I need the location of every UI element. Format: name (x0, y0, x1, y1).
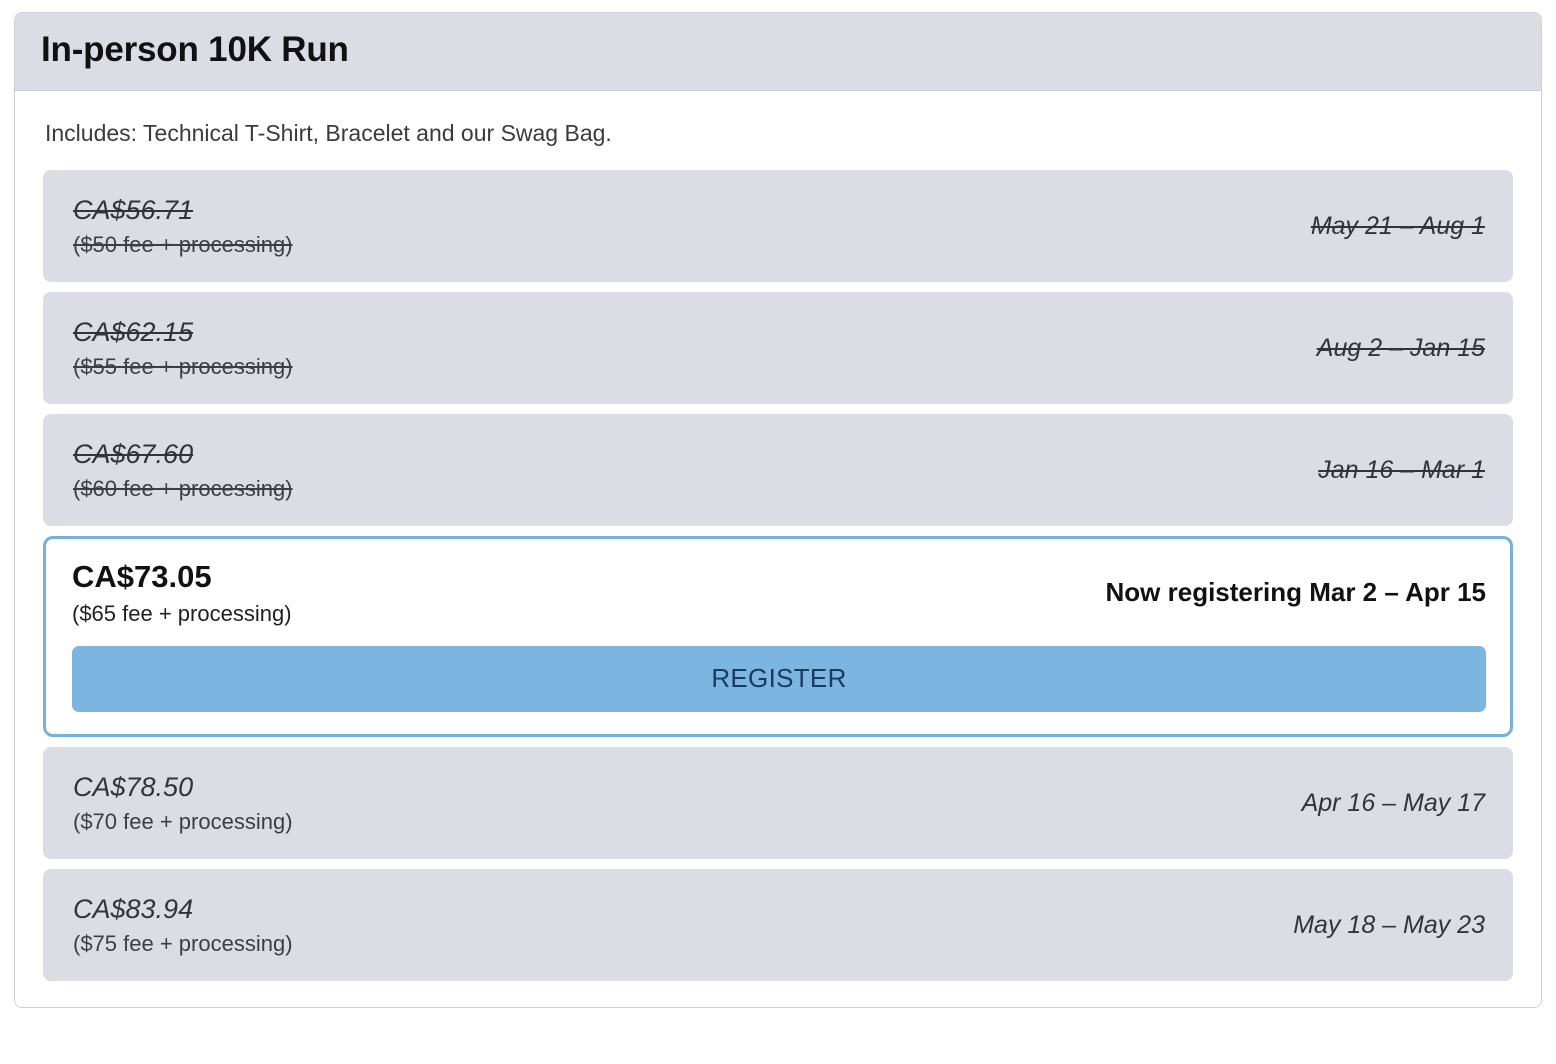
tier-price-block: CA$56.71 ($50 fee + processing) (73, 195, 293, 257)
tier-price: CA$56.71 (73, 195, 194, 226)
tier-price-block: CA$67.60 ($60 fee + processing) (73, 439, 293, 501)
tier-price-breakdown: ($65 fee + processing) (72, 601, 292, 627)
tier-price-breakdown: ($55 fee + processing) (73, 354, 293, 380)
page-title: In-person 10K Run (41, 30, 349, 69)
tier-price: CA$78.50 (73, 772, 194, 803)
includes-description: Includes: Technical T-Shirt, Bracelet an… (45, 119, 612, 146)
pricing-tier-row[interactable]: CA$73.05 ($65 fee + processing) Now regist… (43, 536, 1513, 738)
tier-price: CA$83.94 (73, 894, 194, 925)
card-header: In-person 10K Run (15, 13, 1541, 91)
tier-price-breakdown: ($50 fee + processing) (73, 232, 293, 258)
pricing-tier-row: CA$78.50 ($70 fee + processing) Apr 16 – M… (43, 747, 1513, 860)
tier-price: CA$73.05 (72, 559, 212, 595)
tier-price-block: CA$83.94 ($75 fee + processing) (73, 894, 293, 956)
pricing-tier-row: CA$67.60 ($60 fee + processing) Jan 16 – M… (43, 414, 1513, 527)
tier-price-breakdown: ($60 fee + processing) (73, 476, 293, 502)
pricing-card: In-person 10K Run Includes: Technical T-… (14, 12, 1542, 1009)
tier-price-block: CA$78.50 ($70 fee + processing) (73, 772, 293, 834)
tier-date-window: Aug 2 – Jan 15 (1316, 333, 1485, 362)
card-body: Includes: Technical T-Shirt, Bracelet an… (15, 90, 1541, 1008)
active-tier-summary: CA$73.05 ($65 fee + processing) Now regist… (72, 559, 1486, 626)
tier-price: CA$62.15 (73, 317, 194, 348)
pricing-tier-list: CA$56.71 ($50 fee + processing) May 21 – A… (43, 170, 1513, 982)
tier-price-breakdown: ($75 fee + processing) (73, 931, 293, 957)
pricing-tier-row: CA$83.94 ($75 fee + processing) May 18 – M… (43, 869, 1513, 982)
tier-price: CA$67.60 (73, 439, 194, 470)
tier-date-window: Jan 16 – Mar 1 (1318, 455, 1485, 484)
tier-date-window: Now registering Mar 2 – Apr 15 (1105, 577, 1486, 608)
tier-price-block: CA$73.05 ($65 fee + processing) (72, 559, 292, 626)
tier-price-block: CA$62.15 ($55 fee + processing) (73, 317, 293, 379)
register-button[interactable]: REGISTER (72, 646, 1486, 713)
tier-date-window: Apr 16 – May 17 (1301, 788, 1485, 817)
pricing-tier-row: CA$62.15 ($55 fee + processing) Aug 2 – Ja… (43, 292, 1513, 405)
tier-price-breakdown: ($70 fee + processing) (73, 809, 293, 835)
tier-date-window: May 18 – May 23 (1293, 910, 1485, 939)
tier-date-window: May 21 – Aug 1 (1310, 211, 1485, 240)
pricing-tier-row: CA$56.71 ($50 fee + processing) May 21 – A… (43, 170, 1513, 283)
